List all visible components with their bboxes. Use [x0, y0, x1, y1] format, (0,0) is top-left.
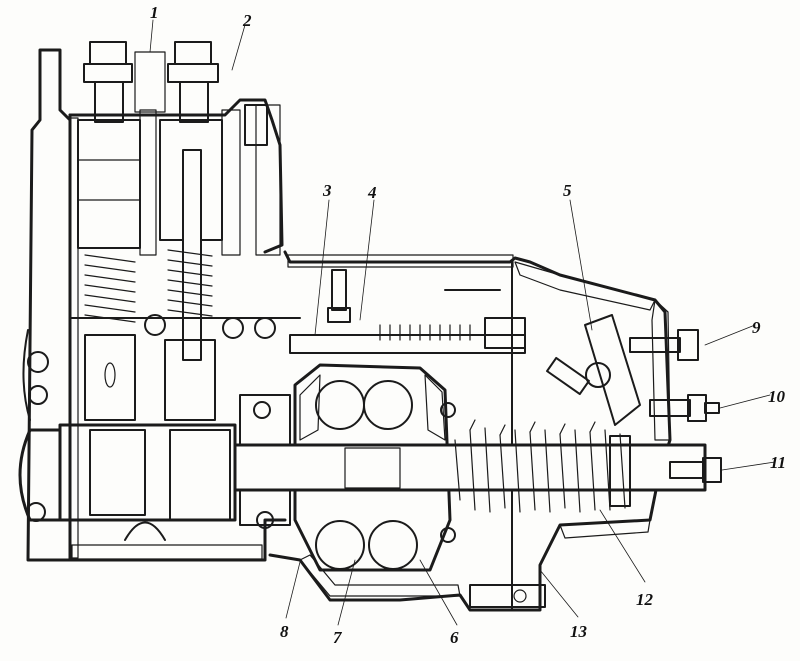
label-11: 11 [770, 453, 786, 472]
label-7: 7 [333, 628, 343, 647]
label-9: 9 [752, 318, 761, 337]
label-1: 1 [150, 3, 159, 22]
pump-housing [18, 41, 301, 562]
label-3: 3 [322, 181, 332, 200]
label-13: 13 [570, 622, 588, 641]
leader-lines [149, 19, 776, 626]
label-5: 5 [563, 181, 572, 200]
label-6: 6 [450, 628, 459, 647]
label-8: 8 [280, 622, 289, 641]
label-2: 2 [242, 11, 252, 30]
governor-housing [233, 250, 722, 612]
label-4: 4 [367, 183, 377, 202]
label-10: 10 [768, 387, 786, 406]
label-12: 12 [636, 590, 654, 609]
callout-labels: 1 2 3 4 5 9 10 11 12 13 6 7 8 [150, 3, 786, 647]
